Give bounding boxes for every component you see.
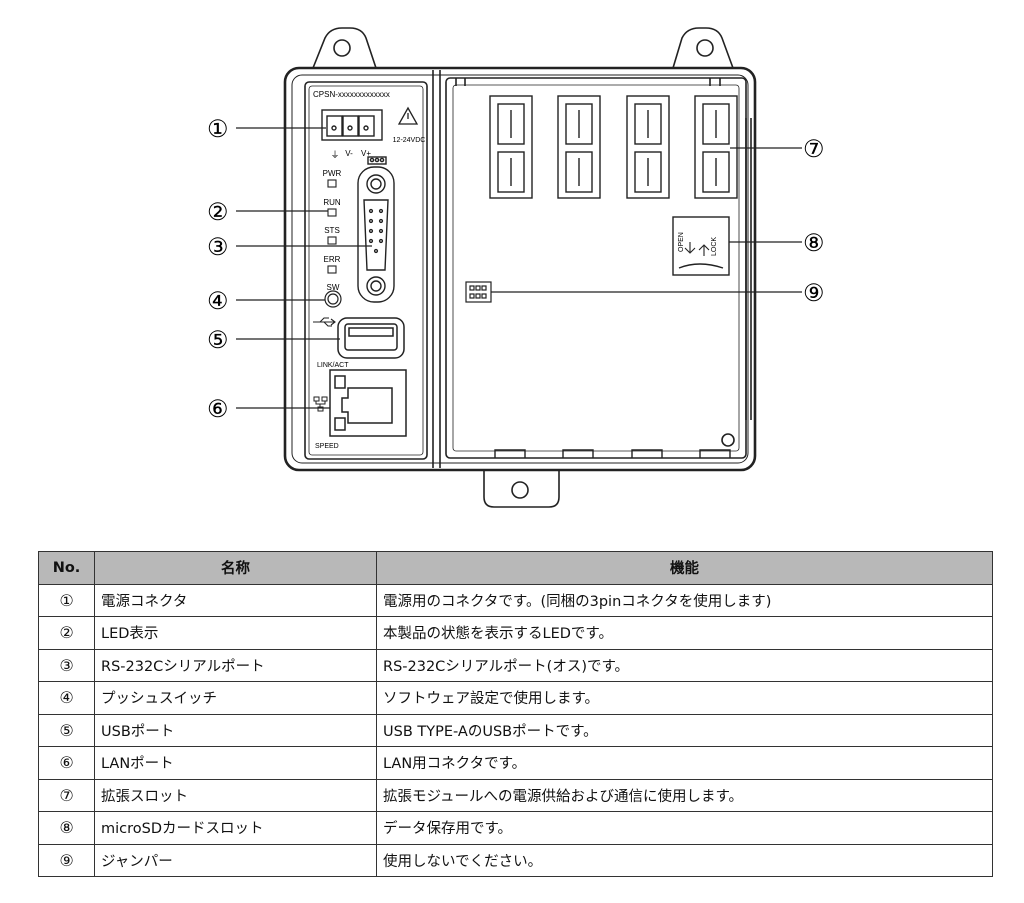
- callout-5: ⑤: [207, 327, 229, 354]
- cell-name: LED表示: [94, 616, 377, 650]
- callout-6: ⑥: [207, 396, 229, 423]
- cell-name: 拡張スロット: [94, 778, 377, 812]
- cell-name: プッシュスイッチ: [94, 681, 377, 715]
- sd-lock-label: LOCK: [711, 237, 718, 256]
- sd-open-label: OPEN: [678, 232, 685, 252]
- jumper: [465, 281, 492, 303]
- cell-function: 使用しないでください。: [376, 843, 993, 877]
- cell-function: ソフトウェア設定で使用します。: [376, 681, 993, 715]
- callout-2: ②: [207, 199, 229, 226]
- speed-label: SPEED: [315, 443, 339, 450]
- cell-function: データ保存用です。: [376, 811, 993, 845]
- cell-name: ジャンパー: [94, 843, 377, 877]
- cell-name: LANポート: [94, 746, 377, 780]
- vminus-label: V-: [345, 149, 353, 158]
- table-row: ⑦ 拡張スロット 拡張モジュールへの電源供給および通信に使用します。: [38, 778, 993, 812]
- model-label: CPSN-xxxxxxxxxxxxx: [313, 90, 390, 99]
- table-row: ① 電源コネクタ 電源用のコネクタです。(同梱の3pinコネクタを使用します): [38, 583, 993, 617]
- cell-no: ⑧: [38, 811, 95, 845]
- vplus-label: V+: [361, 149, 371, 158]
- push-switch: [324, 290, 342, 308]
- callout-8: ⑧: [803, 230, 825, 257]
- table-row: ⑤ USBポート USB TYPE-AのUSBポートです。: [38, 713, 993, 747]
- callout-1: ①: [207, 116, 229, 143]
- cell-no: ④: [38, 681, 95, 715]
- callout-9: ⑨: [803, 280, 825, 307]
- cell-function: 本製品の状態を表示するLEDです。: [376, 616, 993, 650]
- callout-3: ③: [207, 234, 229, 261]
- led-label-sts: STS: [324, 226, 340, 235]
- table-row: ⑥ LANポート LAN用コネクタです。: [38, 746, 993, 780]
- header-function: 機能: [376, 551, 993, 585]
- switch-label: SW: [327, 283, 340, 292]
- cell-name: USBポート: [94, 713, 377, 747]
- cell-no: ①: [38, 583, 95, 617]
- table-row: ② LED表示 本製品の状態を表示するLEDです。: [38, 616, 993, 650]
- table-row: ③ RS-232Cシリアルポート RS-232Cシリアルポート(オス)です。: [38, 648, 993, 682]
- cell-no: ⑦: [38, 778, 95, 812]
- header-no: No.: [38, 551, 95, 585]
- microsd-slot: [672, 216, 730, 276]
- device-diagram: OPEN LOCK CPSN-xxxxxxxxxxxxx 12-24VDC ⏚ …: [207, 27, 825, 508]
- lan-icon: [313, 396, 328, 412]
- warning-icon: [397, 106, 419, 125]
- usb-port: [337, 317, 405, 359]
- callout-4: ④: [207, 288, 229, 315]
- led-label-run: RUN: [323, 198, 341, 207]
- sd-arrow-icons: [684, 242, 710, 256]
- cell-no: ⑥: [38, 746, 95, 780]
- cell-name: RS-232Cシリアルポート: [94, 648, 377, 682]
- parts-table: No. 名称 機能 ① 電源コネクタ 電源用のコネクタです。(同梱の3pinコネ…: [38, 551, 993, 877]
- cell-function: 拡張モジュールへの電源供給および通信に使用します。: [376, 778, 993, 812]
- cell-no: ⑨: [38, 843, 95, 877]
- led-label-pwr: PWR: [323, 169, 342, 178]
- cell-function: RS-232Cシリアルポート(オス)です。: [376, 648, 993, 682]
- table-row: ⑧ microSDカードスロット データ保存用です。: [38, 811, 993, 845]
- callout-7: ⑦: [803, 136, 825, 163]
- table-header-row: No. 名称 機能: [38, 551, 993, 585]
- cell-name: microSDカードスロット: [94, 811, 377, 845]
- cell-name: 電源コネクタ: [94, 583, 377, 617]
- expansion-slots: [489, 95, 738, 458]
- cell-no: ③: [38, 648, 95, 682]
- cell-function: 電源用のコネクタです。(同梱の3pinコネクタを使用します): [376, 583, 993, 617]
- cell-no: ②: [38, 616, 95, 650]
- cell-function: LAN用コネクタです。: [376, 746, 993, 780]
- gnd-label: ⏚: [330, 150, 339, 160]
- cell-function: USB TYPE-AのUSBポートです。: [376, 713, 993, 747]
- lan-port: [329, 369, 407, 437]
- header-name: 名称: [94, 551, 377, 585]
- table-row: ⑨ ジャンパー 使用しないでください。: [38, 843, 993, 877]
- led-indicators: [327, 179, 337, 274]
- voltage-label: 12-24VDC: [393, 137, 426, 144]
- usb-icon: [313, 317, 336, 327]
- power-connector: [321, 109, 383, 141]
- serial-port: [357, 156, 395, 303]
- table-row: ④ プッシュスイッチ ソフトウェア設定で使用します。: [38, 681, 993, 715]
- link-act-label: LINK/ACT: [317, 362, 349, 369]
- cell-no: ⑤: [38, 713, 95, 747]
- led-label-err: ERR: [324, 255, 341, 264]
